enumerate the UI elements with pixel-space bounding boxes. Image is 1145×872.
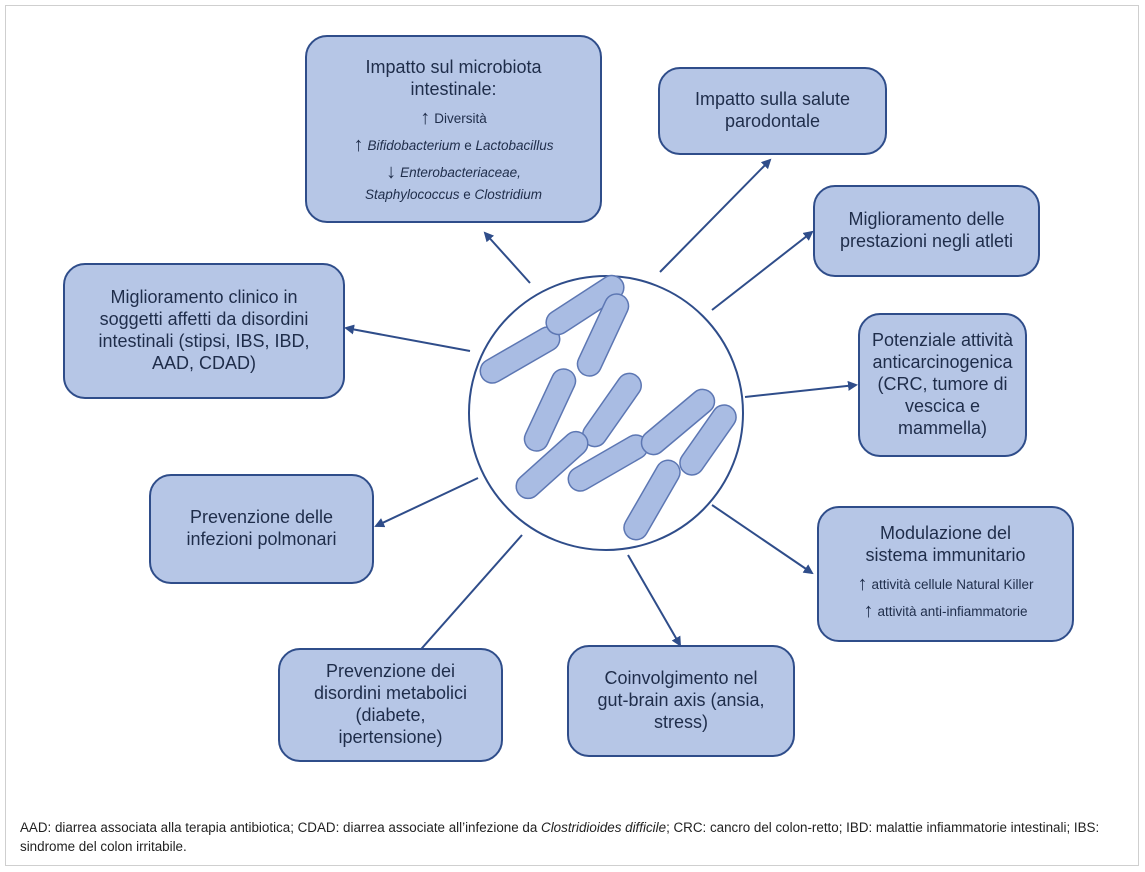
box-anticarcinogenica-title: Potenziale attività anticarcinogenica (C…: [871, 330, 1014, 438]
box-immunitario-lines: ↑attività cellule Natural Killer↑attivit…: [857, 571, 1033, 625]
footnote-text: ; CRC: cancro del colon-retto; IBD: mala…: [20, 820, 1100, 855]
box-gutbrain: Coinvolgimento nel gut-brain axis (ansia…: [567, 645, 795, 757]
arrow-up-icon: ↑: [420, 107, 431, 130]
box-polmonari: Prevenzione delle infezioni polmonari: [149, 474, 374, 584]
microbiota-text: Enterobacteriaceae,: [400, 165, 521, 181]
box-atleti-title: Miglioramento delle prestazioni negli at…: [839, 209, 1014, 251]
microbiota-text: Bifidobacterium: [367, 138, 461, 154]
footnote-text: Clostridioides difficile: [541, 820, 667, 835]
arrow-to-atleti: [711, 230, 814, 311]
microbiota-line: Staphylococcus e Clostridium: [353, 186, 553, 204]
box-microbiota-title: Impatto sul microbiota intestinale:: [365, 57, 542, 100]
arrow-to-polmonari: [374, 477, 479, 528]
figure-frame: [5, 5, 1139, 866]
microbiota-line: ↓Enterobacteriaceae,: [353, 159, 553, 186]
arrow-up-icon: ↑: [353, 134, 364, 157]
arrow-to-gutbrain: [627, 554, 682, 647]
microbiota-line: ↑Bifidobacterium e Lactobacillus: [353, 132, 553, 159]
microbiota-text: Clostridium: [474, 187, 543, 203]
box-microbiota-lines: ↑Diversità↑Bifidobacterium e Lactobacill…: [353, 105, 553, 204]
arrow-to-anticarcinogenica: [744, 380, 858, 398]
immunitario-text: attività anti-infiammatorie: [877, 603, 1028, 619]
box-parodontale: Impatto sulla salute parodontale: [658, 67, 887, 155]
box-metabolici-title: Prevenzione dei disordini metabolici (di…: [313, 661, 468, 747]
footnote: AAD: diarrea associata alla terapia anti…: [20, 818, 1130, 857]
footnote-text: AAD: diarrea associata alla terapia anti…: [20, 820, 542, 835]
box-microbiota: Impatto sul microbiota intestinale: ↑Div…: [305, 35, 602, 223]
arrow-to-microbiota: [483, 231, 531, 284]
arrow-to-parodontale: [659, 158, 772, 273]
bacteria-illustration: [468, 274, 744, 551]
box-anticarcinogenica: Potenziale attività anticarcinogenica (C…: [858, 313, 1027, 457]
box-intestinali: Miglioramento clinico in soggetti affett…: [63, 263, 345, 399]
box-immunitario-title: Modulazione del sistema immunitario: [865, 523, 1026, 565]
box-parodontale-title: Impatto sulla salute parodontale: [694, 89, 851, 131]
immunitario-line: ↑attività cellule Natural Killer: [857, 571, 1033, 598]
arrow-up-icon: ↑: [863, 599, 874, 622]
box-intestinali-title: Miglioramento clinico in soggetti affett…: [98, 287, 310, 373]
immunitario-line: ↑attività anti-infiammatorie: [857, 598, 1033, 625]
box-metabolici: Prevenzione dei disordini metabolici (di…: [278, 648, 503, 762]
microbiota-text: e: [459, 187, 475, 203]
box-gutbrain-title: Coinvolgimento nel gut-brain axis (ansia…: [597, 668, 765, 732]
microbiota-text: Diversità: [434, 111, 487, 127]
box-polmonari-title: Prevenzione delle infezioni polmonari: [186, 507, 337, 549]
arrow-down-icon: ↓: [386, 161, 397, 184]
arrow-up-icon: ↑: [857, 572, 868, 595]
microbiota-text: Staphylococcus: [364, 187, 460, 203]
immunitario-text: attività cellule Natural Killer: [871, 576, 1034, 592]
microbiota-text: e: [460, 138, 476, 154]
microbiota-line: ↑Diversità: [353, 105, 553, 132]
box-atleti: Miglioramento delle prestazioni negli at…: [813, 185, 1040, 277]
arrow-to-immunitario: [711, 504, 814, 575]
arrow-to-intestinali: [344, 324, 471, 352]
box-immunitario: Modulazione del sistema immunitario ↑att…: [817, 506, 1074, 642]
microbiota-text: Lactobacillus: [475, 138, 554, 154]
